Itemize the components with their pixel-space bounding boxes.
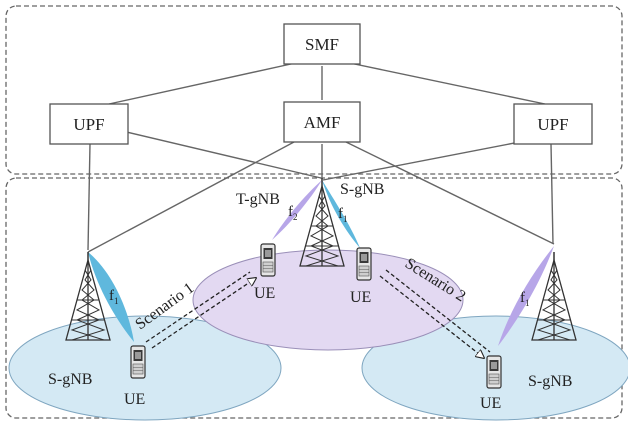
amf-label: AMF bbox=[304, 113, 341, 132]
ue-left-icon bbox=[130, 345, 146, 379]
upf-left-label: UPF bbox=[73, 115, 104, 134]
beam-center-f1 bbox=[322, 180, 360, 248]
upf-left-box bbox=[49, 103, 129, 145]
beam-right-f1 bbox=[498, 246, 554, 346]
ran-region bbox=[5, 177, 623, 419]
amf-box bbox=[283, 101, 361, 143]
freq-center-f2: f2 bbox=[288, 204, 298, 222]
right-gnb-label: S-gNB bbox=[528, 373, 572, 390]
upf-right-box bbox=[513, 103, 593, 145]
smf-box bbox=[283, 23, 361, 65]
core-network-region bbox=[5, 5, 623, 175]
left-gnb-label: S-gNB bbox=[48, 371, 92, 388]
freq-left-f1: f1 bbox=[109, 288, 119, 306]
ue-right-icon bbox=[486, 355, 502, 389]
scenario-2-arrow-shadow bbox=[385, 269, 491, 353]
smf-label: SMF bbox=[305, 35, 339, 54]
center-target-gnb-label: T-gNB bbox=[236, 191, 280, 208]
freq-right-f1: f1 bbox=[520, 290, 530, 308]
ue-center-right-label: UE bbox=[350, 289, 371, 306]
scenario-1-arrow bbox=[151, 278, 256, 349]
beam-center-f2 bbox=[272, 180, 322, 240]
ue-right-label: UE bbox=[480, 395, 501, 412]
core-links bbox=[87, 61, 555, 253]
ue-left-label: UE bbox=[124, 391, 145, 408]
center-source-gnb-label: S-gNB bbox=[340, 181, 384, 198]
ue-center-left-icon bbox=[260, 243, 276, 277]
center-cell-coverage bbox=[192, 249, 464, 351]
freq-center-f1: f1 bbox=[338, 206, 348, 224]
upf-right-label: UPF bbox=[537, 115, 568, 134]
scenario-2-arrow bbox=[379, 275, 484, 358]
ue-center-left-label: UE bbox=[254, 285, 275, 302]
scenario-1-arrow-shadow bbox=[145, 271, 251, 343]
ue-center-right-icon bbox=[356, 247, 372, 281]
beam-left-f1 bbox=[88, 252, 134, 342]
